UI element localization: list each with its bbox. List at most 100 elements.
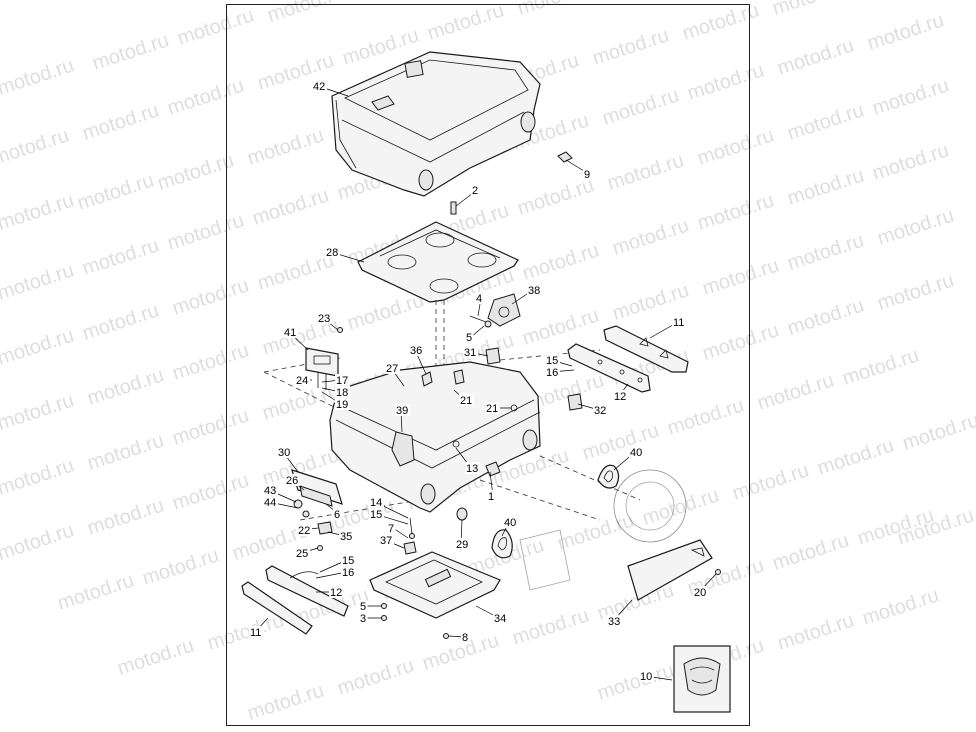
callout-label-10: 10 xyxy=(640,671,652,683)
watermark-text: motod.ru xyxy=(85,494,167,539)
callout-label-15: 15 xyxy=(342,555,354,567)
callout-label-5: 5 xyxy=(360,601,366,613)
callout-bg xyxy=(359,612,368,624)
callout-label-34: 34 xyxy=(494,613,506,625)
watermark-text: motod.ru xyxy=(700,319,782,364)
callout-bg xyxy=(295,547,310,559)
callout-bg xyxy=(341,554,356,566)
callout-label-28: 28 xyxy=(326,247,338,259)
callout-label-16: 16 xyxy=(342,567,354,579)
watermark-text: motod.ru xyxy=(695,124,777,169)
diagram-frame xyxy=(226,4,750,726)
callout-bg xyxy=(459,394,474,406)
callout-label-35: 35 xyxy=(340,531,352,543)
part-10-kit-box xyxy=(673,645,731,713)
part-11-trim-lower xyxy=(241,581,313,635)
watermark-text: motod.ru xyxy=(245,124,327,169)
watermark-text: motod.ru xyxy=(0,124,72,169)
watermark-text: motod.ru xyxy=(785,99,867,144)
callout-bg xyxy=(629,446,644,458)
part-27-case-body xyxy=(329,361,541,513)
watermark-text: motod.ru xyxy=(170,339,252,384)
watermark-text: motod.ru xyxy=(700,254,782,299)
watermark-text: motod.ru xyxy=(685,59,767,104)
watermark-text: motod.ru xyxy=(600,84,682,129)
watermark-text: motod.ru xyxy=(730,459,812,504)
callout-bg xyxy=(593,404,608,416)
watermark-text: motod.ru xyxy=(255,249,337,294)
part-5-3-screws xyxy=(381,603,387,621)
callout-bg xyxy=(379,534,394,546)
watermark-text: motod.ru xyxy=(420,629,502,674)
watermark-text: motod.ru xyxy=(425,0,507,45)
callout-bg xyxy=(335,374,350,386)
watermark-text: motod.ru xyxy=(0,389,77,434)
watermark-text: motod.ru xyxy=(605,149,687,194)
callout-label-21: 21 xyxy=(486,403,498,415)
callout-label-20: 20 xyxy=(694,587,706,599)
part-38-bracket xyxy=(487,293,521,327)
callout-bg xyxy=(583,168,592,180)
watermark-text: motod.ru xyxy=(0,259,77,304)
callout-label-21: 21 xyxy=(460,395,472,407)
callout-label-2: 2 xyxy=(472,185,478,197)
watermark-text: motod.ru xyxy=(170,469,252,514)
watermark-text: motod.ru xyxy=(775,34,857,79)
part-34-base-plate xyxy=(369,551,501,639)
part-40-grommet-left xyxy=(491,529,513,559)
callout-bg xyxy=(297,524,312,536)
part-43-44-fasteners xyxy=(293,499,310,518)
watermark-text: motod.ru xyxy=(170,274,252,319)
watermark-text: motod.ru xyxy=(0,54,77,99)
callout-bg xyxy=(493,612,508,624)
watermark-text: motod.ru xyxy=(85,429,167,474)
callout-bg xyxy=(545,366,560,378)
watermark-text: motod.ru xyxy=(250,184,332,229)
callout-label-7: 7 xyxy=(388,523,394,535)
watermark-text: motod.ru xyxy=(770,0,852,20)
callout-bg xyxy=(317,312,332,324)
callout-label-33: 33 xyxy=(608,616,620,628)
callout-label-15: 15 xyxy=(546,355,558,367)
callout-label-44: 44 xyxy=(264,497,276,509)
watermark-text: motod.ru xyxy=(80,234,162,279)
part-32-clip xyxy=(567,393,583,411)
watermark-text: motod.ru xyxy=(870,74,952,119)
part-29-grommet xyxy=(456,507,468,521)
callout-label-8: 8 xyxy=(462,632,468,644)
callout-bg xyxy=(335,386,350,398)
callout-label-16: 16 xyxy=(546,367,558,379)
callout-label-3: 3 xyxy=(360,613,366,625)
callout-bg xyxy=(639,670,654,682)
watermark-text: motod.ru xyxy=(510,604,592,649)
watermark-text: motod.ru xyxy=(335,654,417,699)
watermark-text: motod.ru xyxy=(815,434,897,479)
callout-label-11: 11 xyxy=(250,627,261,639)
watermark-text: motod.ru xyxy=(80,299,162,344)
watermark-text: motod.ru xyxy=(0,519,77,564)
watermark-text: motod.ru xyxy=(515,174,597,219)
callout-label-42: 42 xyxy=(313,81,325,93)
callout-bg xyxy=(463,346,478,358)
watermark-text: motod.ru xyxy=(860,584,942,629)
watermark-text: motod.ru xyxy=(840,344,922,389)
watermark-text: motod.ru xyxy=(770,529,852,574)
watermark-text: motod.ru xyxy=(170,404,252,449)
callout-bg xyxy=(465,462,480,474)
watermark-text: motod.ru xyxy=(610,214,692,259)
callout-bg xyxy=(409,344,424,356)
part-40-grommet-right xyxy=(597,464,620,489)
callout-label-38: 38 xyxy=(528,285,540,297)
callout-bg xyxy=(387,522,396,534)
watermark-text: motod.ru xyxy=(870,139,952,184)
watermark-text: motod.ru xyxy=(205,609,287,654)
watermark-text: motod.ru xyxy=(695,189,777,234)
callout-label-31: 31 xyxy=(464,347,476,359)
callout-bg xyxy=(335,398,350,410)
callout-bg xyxy=(487,490,496,502)
callout-bg xyxy=(341,566,356,578)
callout-label-17: 17 xyxy=(336,375,348,387)
callout-bg xyxy=(465,331,474,343)
